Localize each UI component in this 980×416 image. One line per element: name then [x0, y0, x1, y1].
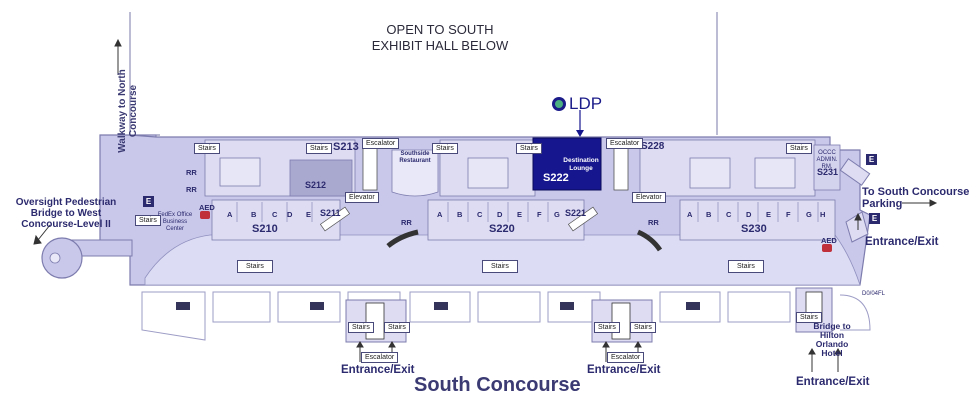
e-marker-w: E	[143, 196, 154, 207]
room-s210-label: S210	[252, 223, 278, 235]
s220-section-g: G	[554, 210, 560, 219]
s210-section-e: E	[306, 210, 312, 219]
header-line-2: EXHIBIT HALL BELOW	[371, 38, 509, 53]
room-s230-label: S230	[741, 223, 767, 235]
elevator-tag-e: Elevator	[632, 192, 666, 203]
s230-section-d: D	[746, 210, 752, 219]
entrance-exit-west: Entrance/Exit	[341, 364, 415, 376]
destination-lounge-label: Destination Lounge	[563, 157, 599, 172]
room-s222-highlight	[532, 137, 602, 191]
escalator-tag-w: Escalator	[362, 138, 400, 149]
curved-escalator-2	[636, 229, 663, 252]
lobby-stairs-c: Stairs	[482, 260, 518, 273]
rr-label-1: RR	[186, 168, 197, 177]
s220-section-f: F	[537, 210, 542, 219]
south-concourse-title: South Concourse	[414, 374, 581, 396]
s230-section-a: A	[687, 210, 693, 219]
lobby-stairs-e: Stairs	[728, 260, 764, 273]
header-line-1: OPEN TO SOUTH	[386, 22, 494, 37]
elevator-tag-w: Elevator	[345, 192, 379, 203]
s230-section-c: C	[726, 210, 732, 219]
room-s230	[679, 199, 836, 241]
south-parking-label: To South Concourse Parking	[862, 186, 970, 210]
stairs-tag-nw: Stairs	[194, 143, 220, 154]
tower-e-stairs-r: Stairs	[630, 322, 656, 333]
s230-section-e: E	[766, 210, 772, 219]
stairs-tag-n3: Stairs	[516, 143, 542, 154]
rr-label-2: RR	[186, 185, 197, 194]
escalator-east	[613, 147, 629, 191]
occc-admin-label: OCCC ADMIN. RM.	[816, 150, 838, 170]
s230-section-h: H	[820, 210, 826, 219]
east-entrance	[845, 211, 869, 243]
stairs-tag-n1: Stairs	[306, 143, 332, 154]
rr-label-4: RR	[648, 218, 659, 227]
rr-label-3: RR	[401, 218, 412, 227]
aed-icon-w	[200, 211, 210, 219]
entrance-exit-hilton: Entrance/Exit	[796, 376, 870, 388]
fedex-label: FedEx Office Business Center	[157, 212, 193, 232]
tower-e-escalator: Escalator	[607, 352, 645, 363]
room-code-label: D0/04FL	[862, 291, 886, 297]
tower-w-escalator: Escalator	[361, 352, 399, 363]
s220-section-a: A	[437, 210, 443, 219]
s210-section-a: A	[227, 210, 233, 219]
room-s212-label: S212	[305, 180, 327, 190]
room-s231-label: S231	[817, 167, 839, 177]
southside-restaurant	[391, 149, 439, 197]
s230-section-f: F	[786, 210, 791, 219]
diag-escalator-2	[567, 206, 599, 232]
ldp-logo-icon	[552, 97, 566, 111]
hilton-bridge-label: Bridge to Hilton Orlando Hotel	[813, 321, 851, 358]
aed-label-e: AED	[821, 236, 837, 245]
tower-w-stairs-l: Stairs	[348, 322, 374, 333]
escalator-west	[362, 147, 378, 191]
e-marker-e: E	[869, 213, 880, 224]
room-s210	[211, 199, 341, 241]
room-s220-label: S220	[489, 223, 515, 235]
entrance-exit-center: Entrance/Exit	[587, 364, 661, 376]
room-s221-label: S221	[565, 208, 587, 218]
room-s222-label: S222	[543, 172, 569, 184]
s220-section-e: E	[517, 210, 523, 219]
room-s211-label: S211	[320, 208, 341, 218]
s220-section-b: B	[457, 210, 463, 219]
escalator-tag-e: Escalator	[606, 138, 644, 149]
room-s228-label: S228	[641, 141, 665, 152]
stairs-tag-ne: Stairs	[786, 143, 812, 154]
west-rotunda	[41, 237, 83, 279]
s210-section-b: B	[251, 210, 257, 219]
s230-section-b: B	[706, 210, 712, 219]
ldp-label: LDP	[569, 94, 603, 113]
e-marker-ne: E	[866, 154, 877, 165]
stairs-tag-n2: Stairs	[432, 143, 458, 154]
s210-section-c: C	[272, 210, 278, 219]
s230-section-g: G	[806, 210, 812, 219]
aed-label-w: AED	[199, 203, 215, 212]
direction-arrows	[33, 38, 938, 372]
tower-e-stairs-l: Stairs	[594, 322, 620, 333]
diag-escalator-1	[319, 206, 351, 232]
lobby-stairs-w: Stairs	[237, 260, 273, 273]
pedestrian-bridge-label: Oversight Pedestrian Bridge to West Conc…	[15, 197, 117, 230]
southside-restaurant-label: Southside Restaurant	[399, 151, 431, 164]
s220-section-d: D	[497, 210, 503, 219]
s220-section-c: C	[477, 210, 483, 219]
entrance-exit-east: Entrance/Exit	[865, 236, 939, 248]
walkway-label: Walkway to North Concourse	[117, 69, 139, 153]
s210-section-d: D	[287, 210, 293, 219]
room-s220	[427, 199, 585, 241]
open-to-below-label: OPEN TO SOUTH EXHIBIT HALL BELOW	[360, 22, 520, 54]
hilton-stairs-tag: Stairs	[796, 312, 822, 323]
room-s213-label: S213	[333, 141, 359, 153]
aed-icon-e	[822, 244, 832, 252]
stairs-tag-w: Stairs	[135, 215, 161, 226]
curved-escalator-1	[386, 229, 419, 248]
parking-connector	[839, 158, 871, 186]
south-bays	[141, 291, 791, 341]
room-s212	[289, 159, 353, 197]
tower-w-stairs-r: Stairs	[384, 322, 410, 333]
room-s231	[813, 144, 841, 191]
